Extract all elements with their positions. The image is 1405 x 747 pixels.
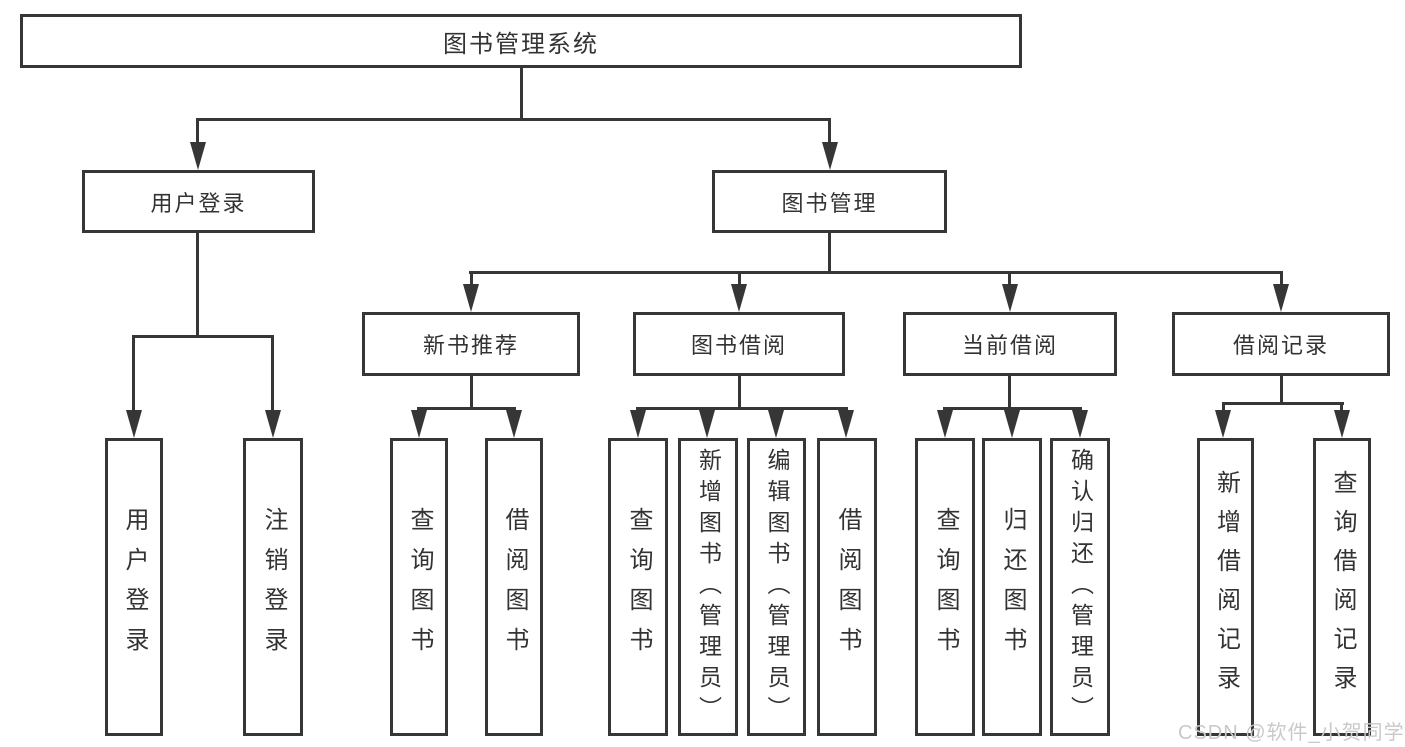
leaf-query-book-recommend: 查询图书 xyxy=(390,438,448,736)
connector-line xyxy=(738,271,741,284)
csdn-watermark: CSDN @软件_小贺同学 xyxy=(1178,722,1405,744)
arrow-down-icon xyxy=(1072,410,1088,438)
leaf-user-login: 用户登录 xyxy=(105,438,163,736)
connector-line xyxy=(470,271,473,284)
connector-line xyxy=(738,376,741,407)
leaf-edit-book-admin: 编辑图书（管理员） xyxy=(747,438,806,736)
leaf-query-book-current: 查询图书 xyxy=(915,438,975,736)
leaf-return-book: 归还图书 xyxy=(982,438,1042,736)
arrow-down-icon xyxy=(265,410,281,438)
connector-line xyxy=(943,407,1082,410)
leaf-add-borrow-record: 新增借阅记录 xyxy=(1197,438,1254,736)
node-user-login: 用户登录 xyxy=(82,170,315,233)
connector-line xyxy=(271,335,274,412)
connector-line xyxy=(1222,402,1225,412)
arrow-down-icon xyxy=(822,142,838,170)
arrow-down-icon xyxy=(838,410,854,438)
leaf-borrow-book: 借阅图书 xyxy=(817,438,877,736)
leaf-add-book-admin: 新增图书（管理员） xyxy=(678,438,738,736)
node-borrow-record: 借阅记录 xyxy=(1172,312,1390,376)
leaf-logout: 注销登录 xyxy=(243,438,303,736)
connector-line xyxy=(196,233,199,335)
arrow-down-icon xyxy=(1273,284,1289,312)
connector-line xyxy=(828,233,831,273)
connector-line xyxy=(828,118,831,144)
connector-line xyxy=(196,118,831,121)
arrow-down-icon xyxy=(630,410,646,438)
arrow-down-icon xyxy=(1334,410,1350,438)
arrow-down-icon xyxy=(126,410,142,438)
connector-line xyxy=(417,407,516,410)
arrow-down-icon xyxy=(1004,410,1020,438)
arrow-down-icon xyxy=(411,410,427,438)
node-book-borrow: 图书借阅 xyxy=(633,312,845,376)
arrow-down-icon xyxy=(768,410,784,438)
connector-line xyxy=(1280,271,1283,284)
connector-line xyxy=(1280,376,1283,402)
arrow-down-icon xyxy=(1002,284,1018,312)
arrow-down-icon xyxy=(506,410,522,438)
connector-line xyxy=(132,335,135,412)
connector-line xyxy=(132,335,274,338)
leaf-confirm-return-admin: 确认归还（管理员） xyxy=(1050,438,1110,736)
leaf-query-book-borrow: 查询图书 xyxy=(608,438,668,736)
leaf-borrow-book-recommend: 借阅图书 xyxy=(485,438,543,736)
connector-line xyxy=(470,376,473,407)
connector-line xyxy=(1222,402,1344,405)
node-current-borrow: 当前借阅 xyxy=(903,312,1117,376)
connector-line xyxy=(1340,402,1343,412)
node-new-book-recommend: 新书推荐 xyxy=(362,312,580,376)
connector-line xyxy=(636,407,848,410)
arrow-down-icon xyxy=(699,410,715,438)
connector-line xyxy=(1008,271,1011,284)
connector-line xyxy=(520,68,523,121)
arrow-down-icon xyxy=(731,284,747,312)
connector-line xyxy=(196,118,199,144)
connector-line xyxy=(1008,376,1011,407)
node-book-management: 图书管理 xyxy=(712,170,947,233)
arrow-down-icon xyxy=(190,142,206,170)
arrow-down-icon xyxy=(1215,410,1231,438)
arrow-down-icon xyxy=(463,284,479,312)
connector-line xyxy=(469,271,1282,274)
node-root: 图书管理系统 xyxy=(20,14,1022,68)
arrow-down-icon xyxy=(937,410,953,438)
leaf-query-borrow-record: 查询借阅记录 xyxy=(1313,438,1371,736)
